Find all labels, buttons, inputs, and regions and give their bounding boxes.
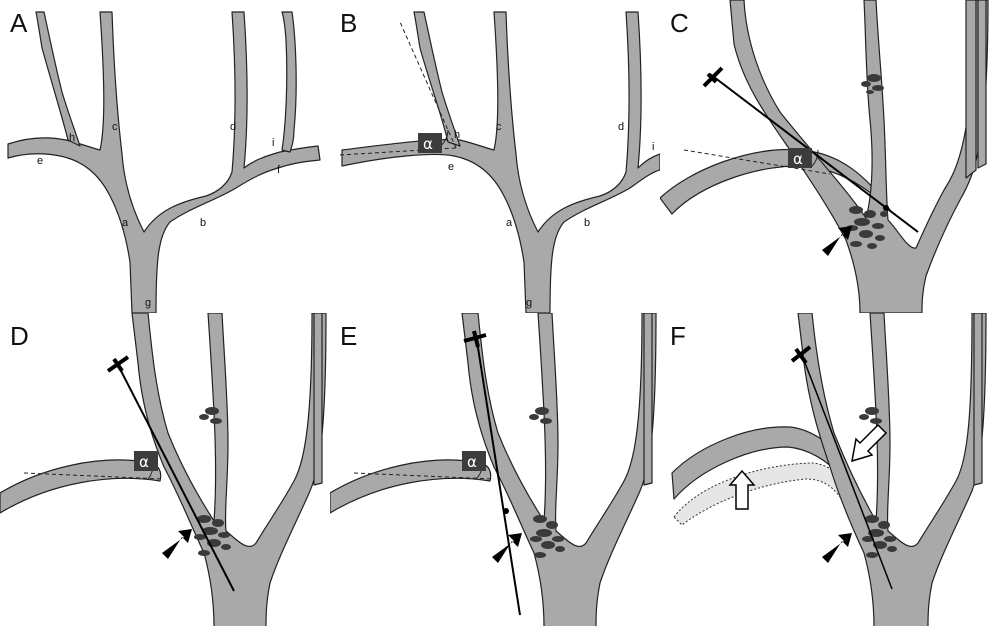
arrow-icon xyxy=(162,529,192,559)
angle-alpha-symbol: α xyxy=(793,150,803,168)
vessel-label-e: e xyxy=(448,161,454,173)
panel-b-drawing: α a b c d e g h i xyxy=(330,0,660,313)
vessel-tree xyxy=(330,313,656,626)
angle-alpha-box: α xyxy=(462,451,486,471)
vessel-label-g: g xyxy=(145,297,151,309)
panel-e: α E xyxy=(330,313,660,626)
arrow-icon xyxy=(822,533,852,563)
vessel-tree xyxy=(342,12,660,313)
catheter-tip xyxy=(883,205,889,211)
catheter-hub-icon xyxy=(108,357,128,371)
panel-label-e: E xyxy=(340,321,357,352)
catheter-tip xyxy=(503,508,509,514)
vessel-tree xyxy=(8,12,320,313)
vessel-label-d: d xyxy=(618,121,624,133)
panel-f-drawing xyxy=(660,313,990,626)
panel-c-drawing: α xyxy=(660,0,990,313)
vessel-label-i: i xyxy=(272,137,274,149)
vessel-label-a: a xyxy=(506,217,513,229)
panel-a-drawing: a b c d e f g h i xyxy=(0,0,330,313)
vessel-tree xyxy=(0,313,326,626)
vessel-label-c: c xyxy=(112,121,118,133)
angle-alpha-symbol: α xyxy=(467,453,477,471)
panel-label-d: D xyxy=(10,321,29,352)
panel-d-drawing: α xyxy=(0,313,330,626)
vessel-label-g: g xyxy=(526,297,532,309)
vessel-label-h: h xyxy=(454,129,460,141)
vessel-label-b: b xyxy=(200,217,206,229)
panel-c: α C xyxy=(660,0,990,313)
panel-f: F xyxy=(660,313,990,626)
vessel-label-i: i xyxy=(652,141,654,153)
angle-alpha-box: α xyxy=(418,133,442,153)
vessel-label-b: b xyxy=(584,217,590,229)
panel-label-a: A xyxy=(10,8,27,39)
vessel-tree xyxy=(660,0,988,313)
angle-alpha-symbol: α xyxy=(139,453,149,471)
vessel-label-e: e xyxy=(37,155,43,167)
panel-label-f: F xyxy=(670,321,686,352)
vessel-label-c: c xyxy=(496,121,502,133)
catheter-hub-icon xyxy=(704,68,722,86)
panel-label-c: C xyxy=(670,8,689,39)
panel-d: α D xyxy=(0,313,330,626)
angle-alpha-symbol: α xyxy=(423,135,433,153)
angle-alpha-box: α xyxy=(788,148,812,168)
vessel-label-h: h xyxy=(69,132,75,144)
vessel-label-d: d xyxy=(230,121,236,133)
panel-label-b: B xyxy=(340,8,357,39)
panel-b: α a b c d e g h i B xyxy=(330,0,660,313)
panel-e-drawing: α xyxy=(330,313,660,626)
vessel-label-a: a xyxy=(122,217,129,229)
panel-a: a b c d e f g h i A xyxy=(0,0,330,313)
angle-alpha-box: α xyxy=(134,451,158,471)
